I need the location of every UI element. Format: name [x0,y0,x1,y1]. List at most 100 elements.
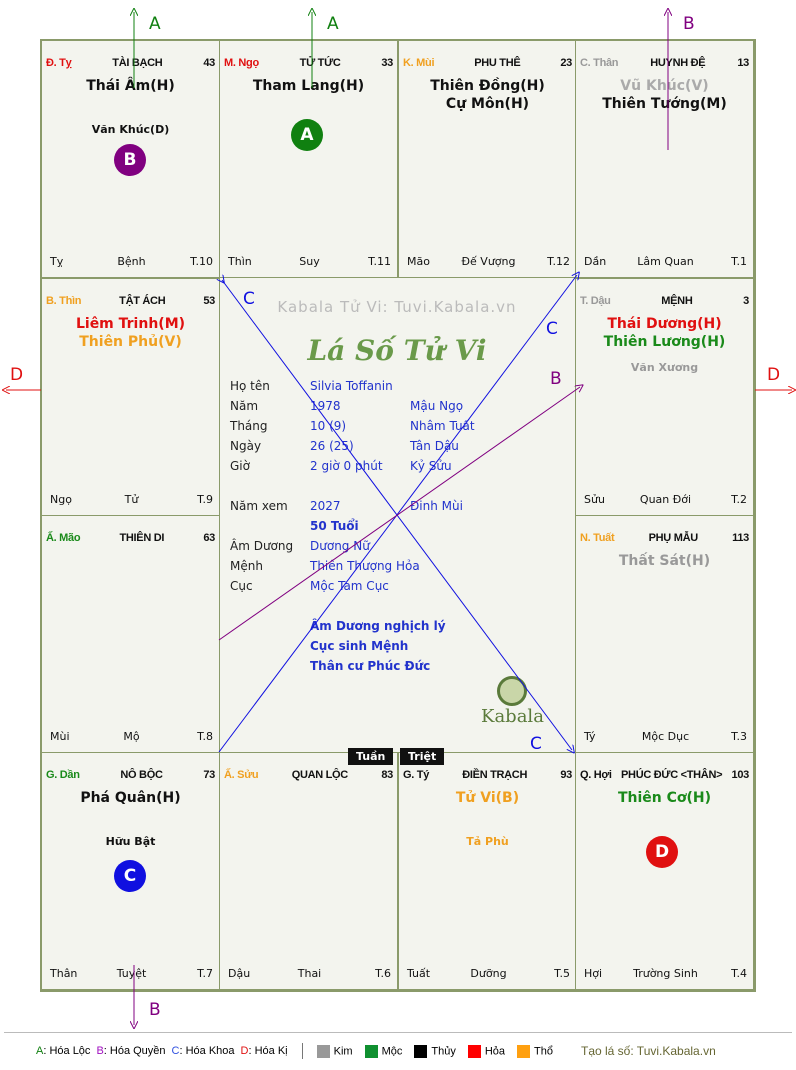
life-stage: Lâm Quan [637,255,694,268]
branch: Tỵ [50,255,64,268]
palace-name: PHU THÊ [474,57,521,69]
heavenly-stem: Ấ. Mão [46,532,81,544]
minor-star: Hữu Bật [105,835,156,848]
minor-star: Tả Phù [466,835,509,848]
legend-divider [301,1043,303,1059]
palace-header: Q. Hợi PHÚC ĐỨC <THÂN> 103 [580,768,749,782]
life-stage: Mộ [123,730,140,743]
label-a1: A [149,14,161,34]
month: T.8 [197,730,213,743]
palace-age: 43 [203,57,215,69]
legend-element: Kim [316,1044,353,1058]
palace-name: HUYNH ĐỆ [650,57,706,69]
branch: Mùi [50,730,70,743]
palace-cell-ty[interactable]: Đ. Tỵ TÀI BẠCH 43 Thái Âm(H)Văn Khúc(D)T… [41,40,220,278]
label-b3: B [550,369,562,389]
palace-cell-dau[interactable]: T. Dậu MỆNH 3 Thái Dương(H) Thiên Lương(H… [575,278,754,516]
heavenly-stem: Đ. Tỵ [46,57,72,69]
major-star: Thiên Cơ(H) [617,790,712,806]
major-star: Liêm Trinh(M) [75,316,186,332]
palace-age: 83 [381,769,393,781]
palace-name: THIÊN DI [119,532,165,544]
badge-d: D [646,836,678,868]
life-stage: Trường Sinh [633,967,698,980]
major-star: Thất Sát(H) [618,553,711,569]
legend-hoa: C: Hóa Khoa [171,1045,235,1057]
palace-header: K. Mùi PHU THÊ 23 [403,56,572,70]
line-b [218,387,580,641]
palace-age: 13 [737,57,749,69]
heavenly-stem: Ấ. Sửu [224,769,259,781]
label-d1: D [10,365,23,385]
branch: Dần [584,255,607,268]
branch: Tý [584,730,596,743]
major-star: Thiên Lương(H) [603,334,726,350]
palace-age: 53 [203,295,215,307]
month: T.9 [197,493,213,506]
month: T.12 [547,255,570,268]
palace-age: 23 [560,57,572,69]
palace-name: ĐIỀN TRẠCH [462,769,528,781]
branch: Thìn [228,255,252,268]
minor-star: Văn Xương [630,361,699,374]
palace-header: Ấ. Sửu QUAN LỘC 83 [224,768,393,782]
palace-age: 113 [732,532,749,544]
label-b1: B [683,14,695,34]
palace-name: PHÚC ĐỨC <THÂN> [621,769,723,781]
life-stage: Bệnh [117,255,146,268]
palace-name: QUAN LỘC [291,769,349,781]
palace-header: C. Thân HUYNH ĐỆ 13 [580,56,749,70]
palace-cell-than[interactable]: C. Thân HUYNH ĐỆ 13 Vũ Khúc(V) Thiên Tướn… [575,40,754,278]
label-c1: C [243,289,255,309]
credit-link[interactable]: Tạo lá số: Tuvi.Kabala.vn [581,1044,716,1058]
legend-element: Thủy [414,1044,456,1058]
heavenly-stem: K. Mùi [403,57,435,69]
branch: Tuất [407,967,431,980]
life-stage: Đế Vượng [461,255,516,268]
life-stage: Mộc Dục [641,730,690,743]
palace-header: G. Dần NÔ BỘC 73 [46,768,215,782]
legend-element: Mộc [364,1044,402,1058]
color-swatch [467,1044,481,1058]
label-b2: B [149,1000,161,1020]
palace-age: 3 [743,295,749,307]
badge-a: A [291,119,323,151]
major-star: Thiên Tướng(M) [602,96,727,112]
heavenly-stem: Q. Hợi [580,769,612,781]
month: T.4 [731,967,747,980]
major-star: Thái Dương(H) [607,316,722,332]
legend-hoa: A: Hóa Lộc [36,1045,91,1057]
color-swatch [316,1044,330,1058]
color-swatch [414,1044,428,1058]
palace-name: TẬT ÁCH [119,295,166,307]
major-star: Phá Quân(H) [80,790,181,806]
branch: Mão [407,255,430,268]
month: T.11 [368,255,391,268]
badge-b: B [114,144,146,176]
branch: Thân [50,967,78,980]
palace-age: 63 [203,532,215,544]
heavenly-stem: C. Thân [580,57,619,69]
heavenly-stem: T. Dậu [580,295,611,307]
month: T.1 [731,255,747,268]
palace-cell-thin[interactable]: B. Thìn TẬT ÁCH 53 Liêm Trinh(M) Thiên Ph… [41,278,220,516]
life-stage: Quan Đới [639,493,692,506]
palace-name: TỬ TỨC [299,57,341,69]
major-star: Tham Lang(H) [252,78,365,94]
major-star: Vũ Khúc(V) [620,78,709,94]
label-a2: A [327,14,339,34]
heavenly-stem: B. Thìn [46,295,82,307]
palace-cell-tuat[interactable]: N. Tuất PHỤ MẪU 113 Thất Sát(H) Tý Mộc Dục… [575,515,754,753]
branch: Hợi [584,967,603,980]
major-star: Thiên Phủ(V) [79,334,182,350]
palace-cell-hoi[interactable]: Q. Hợi PHÚC ĐỨC <THÂN> 103 Thiên Cơ(H) Hợ… [575,752,754,990]
palace-name: MỆNH [661,295,693,307]
palace-header: N. Tuất PHỤ MẪU 113 [580,531,749,545]
legend-element: Thổ [517,1044,553,1058]
